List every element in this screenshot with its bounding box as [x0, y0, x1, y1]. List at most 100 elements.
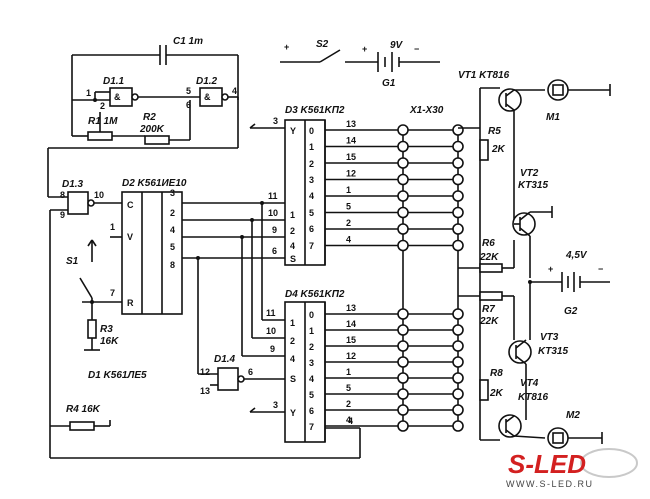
connector-pad: [397, 157, 409, 169]
battery-9v-label: 9V: [390, 40, 404, 51]
svg-text:6: 6: [309, 224, 314, 234]
svg-text:3: 3: [273, 400, 278, 410]
svg-text:13: 13: [200, 386, 210, 396]
d3-pin-label: 2: [346, 218, 351, 228]
svg-text:6: 6: [248, 367, 253, 377]
g2-label: G2: [564, 306, 578, 317]
connector-pad: [452, 388, 464, 400]
counter-pin-label: 8: [170, 260, 175, 270]
s1-label: S1: [66, 256, 79, 267]
connector-pad: [397, 356, 409, 368]
svg-text:2: 2: [309, 342, 314, 352]
m1-label: M1: [546, 112, 560, 123]
svg-text:10: 10: [266, 326, 276, 336]
m2-label: M2: [566, 410, 580, 421]
d3-pin-label: 5: [346, 202, 351, 212]
c1-label: C1 1m: [173, 36, 203, 47]
connector-pad: [452, 190, 464, 202]
svg-text:12: 12: [200, 367, 210, 377]
connector-pad: [397, 404, 409, 416]
d13-label: D1.3: [62, 179, 84, 190]
vt4-type: KT816: [518, 392, 548, 403]
r7-label: R7: [482, 304, 495, 315]
mux-d3: D3 K561KП2 Y 1 2 4 S 0 1 2 3 4 5 6 7 3: [249, 105, 345, 266]
svg-text:1: 1: [309, 142, 314, 152]
svg-text:3: 3: [309, 358, 314, 368]
svg-text:4: 4: [290, 354, 295, 364]
resistor-r4: R4 16K 4: [50, 404, 361, 459]
d4-pin-label: 2: [346, 399, 351, 409]
svg-text:4: 4: [232, 86, 237, 96]
d12-label: D1.2: [196, 76, 218, 87]
svg-text:6: 6: [309, 406, 314, 416]
svg-text:11: 11: [266, 308, 276, 318]
d4-pin-label: 4: [346, 415, 351, 425]
svg-text:9: 9: [270, 344, 275, 354]
svg-text:2: 2: [309, 159, 314, 169]
vt4-label: VT4: [520, 378, 539, 389]
svg-text:5: 5: [309, 208, 314, 218]
svg-text:9: 9: [272, 225, 277, 235]
logo-name: S-LED: [508, 449, 586, 479]
r8-label: R8: [490, 368, 503, 379]
connector-pad: [397, 324, 409, 336]
svg-text:&: &: [114, 92, 121, 102]
svg-text:C: C: [127, 200, 134, 210]
s-led-logo: S-LED WWW.S-LED.RU: [494, 441, 644, 495]
svg-text:7: 7: [309, 241, 314, 251]
svg-text:&: &: [204, 92, 211, 102]
svg-text:S: S: [290, 254, 296, 264]
connector-pad: [452, 124, 464, 136]
connector-pad: [397, 308, 409, 320]
svg-text:2: 2: [290, 336, 295, 346]
d3-pin-label: 14: [346, 136, 356, 146]
svg-text:Y: Y: [290, 126, 296, 136]
connector-pad: [452, 340, 464, 352]
gate-d13: D1.3 8 9 10: [47, 148, 122, 458]
power-supply-9v: S2 + + 9V − G1: [280, 39, 440, 89]
svg-text:1: 1: [309, 326, 314, 336]
svg-text:R: R: [127, 298, 134, 308]
d4-pin-label: 12: [346, 351, 356, 361]
svg-text:−: −: [414, 44, 419, 54]
svg-text:+: +: [548, 264, 553, 274]
vt3-type: KT315: [538, 346, 568, 357]
connector-block: X1-X30: [397, 105, 464, 432]
vt2-type: KT315: [518, 180, 548, 191]
r2-value: 200K: [139, 124, 165, 135]
connector-pad: [452, 356, 464, 368]
vt3-label: VT3: [540, 332, 559, 343]
connector-pad: [397, 124, 409, 136]
svg-text:11: 11: [268, 191, 278, 201]
d14-label: D1.4: [214, 354, 236, 365]
logo-url: WWW.S-LED.RU: [506, 479, 594, 489]
r6-label: R6: [482, 238, 495, 249]
connector-pad: [452, 223, 464, 235]
svg-text:0: 0: [309, 126, 314, 136]
d3-pin-label: 12: [346, 169, 356, 179]
d4-pin-label: 13: [346, 303, 356, 313]
svg-text:V: V: [127, 232, 133, 242]
connector-pad: [397, 190, 409, 202]
svg-text:5: 5: [309, 390, 314, 400]
svg-text:3: 3: [273, 116, 278, 126]
svg-text:2: 2: [100, 101, 105, 111]
svg-text:1: 1: [110, 222, 115, 232]
svg-text:+: +: [362, 44, 367, 54]
d11-label: D1.1: [103, 76, 125, 87]
counter-pin-label: 4: [170, 225, 175, 235]
svg-text:7: 7: [110, 288, 115, 298]
r3-label: R3: [100, 324, 113, 335]
connector-pad: [397, 206, 409, 219]
s2-label: S2: [316, 39, 329, 50]
r3-value: 16K: [100, 336, 119, 347]
svg-text:Y: Y: [290, 408, 296, 418]
connector-pad: [452, 157, 464, 169]
svg-text:10: 10: [94, 190, 104, 200]
svg-text:3: 3: [309, 175, 314, 185]
mux-d4: D4 K561KП2 1 2 4 S Y 0 1 2 3 4 5 6 7 3: [249, 289, 345, 443]
